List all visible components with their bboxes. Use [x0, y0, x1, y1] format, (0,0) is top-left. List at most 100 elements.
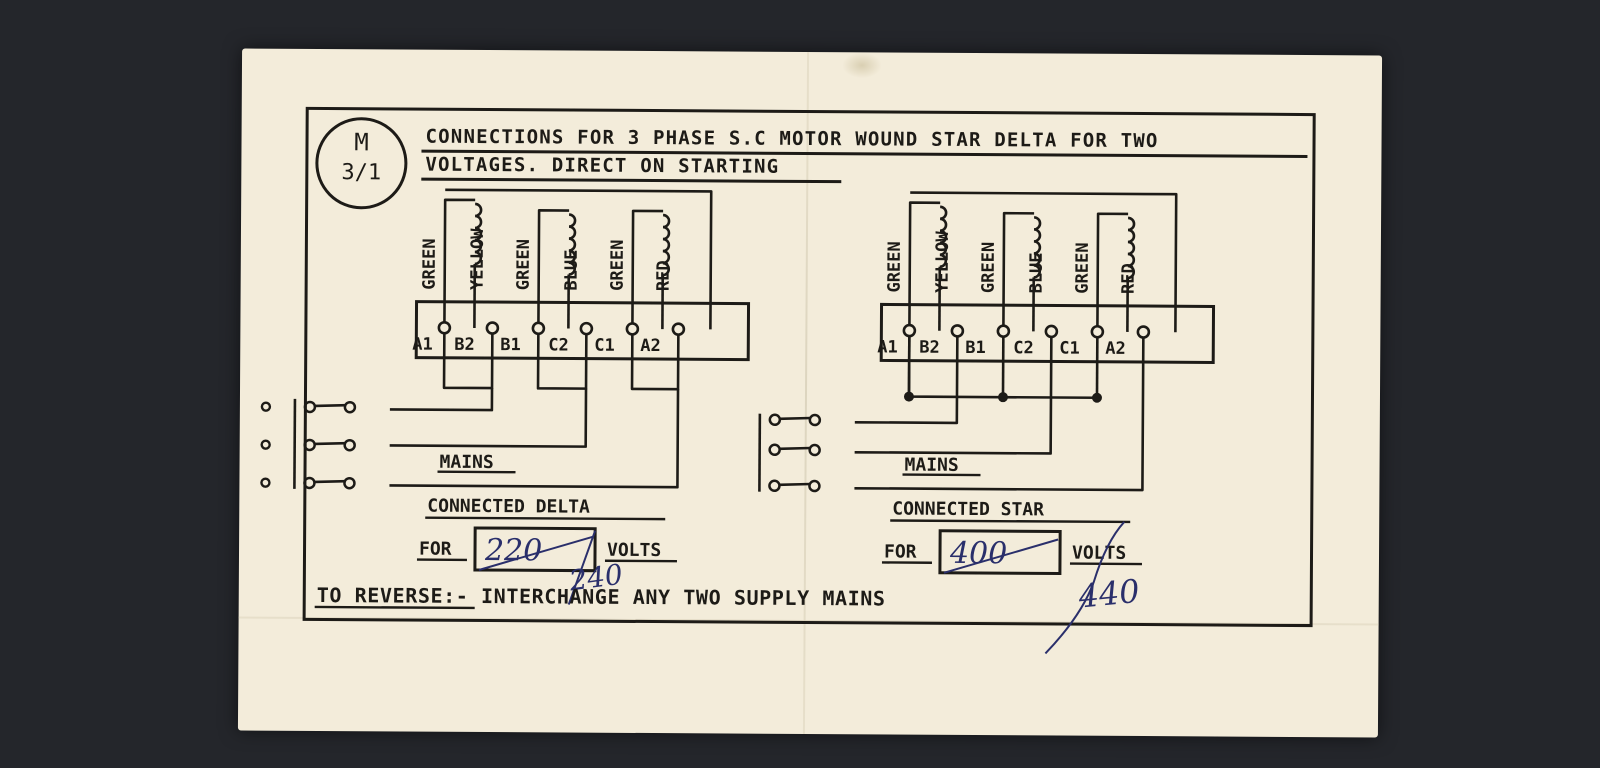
terminal-b2 — [485, 321, 500, 335]
handwritten-voltage: 220 — [484, 533, 542, 568]
winding-coil-1 — [1033, 216, 1042, 279]
mains-switch-1-contact-a — [768, 413, 782, 427]
terminal-block — [879, 302, 1216, 364]
star-point-0 — [903, 391, 914, 402]
winding-lead-2 — [1096, 212, 1129, 332]
delta-link-b1-c2 — [536, 334, 588, 390]
winding-lead-0 — [908, 201, 941, 331]
supply-1 — [260, 401, 272, 412]
wire-label-green-0: GREEN — [885, 241, 905, 292]
winding-coil-0 — [939, 205, 948, 269]
reverse-underline — [314, 605, 475, 610]
terminal-b1 — [531, 321, 546, 336]
terminal-a2 — [671, 322, 686, 336]
mains-switch-3-contact-a — [303, 476, 316, 490]
terminal-c2 — [1044, 324, 1059, 339]
terminal-label-c2: C2 — [548, 335, 569, 355]
handwritten-voltage: 400 — [949, 536, 1007, 571]
star-point-4 — [1091, 392, 1102, 403]
connection-underline — [890, 519, 1131, 524]
terminal-label-c1: C1 — [594, 336, 615, 356]
wiring-diagram-sheet: M 3/1 CONNECTIONS FOR 3 PHASE S.C MOTOR … — [237, 48, 1383, 738]
mains-switch-1-contact-a — [303, 400, 317, 414]
winding-lead-0 — [443, 198, 476, 328]
mains-label: MAINS — [440, 452, 494, 473]
mains-switch-2-contact-b — [808, 443, 821, 457]
wire-label-red-5: RED — [654, 260, 674, 291]
mains-switch-2-blade — [779, 446, 811, 451]
reverse-instruction: TO REVERSE:- INTERCHANGE ANY TWO SUPPLY … — [314, 583, 886, 610]
handwritten-strike — [478, 535, 594, 571]
wire-label-green-2: GREEN — [979, 242, 999, 293]
voltage-box — [473, 526, 597, 573]
terminal-c2 — [579, 321, 594, 336]
terminal-label-c1: C1 — [1059, 339, 1080, 359]
terminal-label-a2: A2 — [1105, 339, 1126, 359]
terminal-b2 — [950, 324, 965, 338]
terminal-label-b1: B1 — [500, 335, 521, 355]
feed-3 — [854, 338, 1145, 492]
feed-2 — [854, 337, 1053, 455]
wire-label-red-5: RED — [1119, 263, 1139, 294]
outer-lead — [910, 191, 1178, 333]
mains-switch-3-contact-b — [343, 476, 356, 490]
handwritten-pen-mark — [567, 530, 597, 605]
feed-1 — [854, 336, 959, 425]
terminal-b1 — [996, 324, 1011, 338]
handwritten-correction: 240 — [566, 558, 624, 598]
mains-switch-2-contact-a — [303, 438, 316, 452]
voltage-box — [938, 529, 1062, 576]
terminal-c1 — [625, 322, 640, 336]
supply-2 — [260, 439, 271, 450]
handwritten-correction: 440 — [1076, 572, 1142, 616]
mains-switch-2-contact-b — [343, 438, 356, 452]
mains-switch-1-blade — [314, 403, 346, 408]
terminal-label-b2: B2 — [454, 335, 475, 355]
terminal-label-a1: A1 — [412, 335, 433, 355]
mains-switch-3-contact-b — [808, 479, 821, 493]
terminal-a2 — [1136, 325, 1151, 339]
mains-label: MAINS — [904, 455, 958, 476]
wire-label-green-4: GREEN — [1073, 242, 1093, 293]
volts-label: VOLTS — [607, 540, 661, 561]
winding-lead-1 — [1002, 211, 1035, 332]
connection-type-label: CONNECTED DELTA — [427, 496, 590, 518]
winding-coil-2 — [662, 213, 671, 277]
for-label: FOR — [419, 539, 452, 560]
supply-3 — [260, 477, 271, 488]
mains-switch-1-contact-b — [343, 400, 357, 414]
terminal-label-a1: A1 — [877, 337, 898, 357]
feed-1 — [389, 388, 494, 412]
wire-label-green-0: GREEN — [420, 238, 440, 289]
winding-coil-2 — [1127, 216, 1136, 280]
feed-3 — [389, 389, 680, 489]
handwritten-strike — [943, 538, 1059, 574]
mains-switch-1-blade — [779, 416, 811, 421]
wire-label-green-2: GREEN — [514, 239, 534, 290]
delta-link-a1-b2 — [442, 333, 494, 390]
winding-coil-1 — [568, 213, 577, 276]
mains-switch-2-contact-a — [768, 443, 781, 457]
mains-switch-3-contact-a — [768, 479, 781, 493]
reverse-instruction-text: TO REVERSE:- INTERCHANGE ANY TWO SUPPLY … — [317, 583, 886, 610]
wire-label-yellow-1: YELLOW — [933, 231, 953, 293]
volts-label: VOLTS — [1072, 543, 1126, 564]
terminal-c1 — [1090, 324, 1105, 339]
connection-type-label: CONNECTED STAR — [892, 499, 1044, 521]
winding-lead-2 — [631, 209, 664, 329]
terminal-label-b2: B2 — [919, 338, 940, 358]
terminal-a1 — [902, 323, 917, 338]
feed-2 — [389, 388, 588, 448]
winding-coil-0 — [474, 202, 483, 266]
mains-switch-3-blade — [779, 482, 811, 487]
terminal-label-a2: A2 — [640, 336, 661, 356]
mains-switch-3-blade — [314, 479, 346, 484]
winding-lead-1 — [537, 209, 570, 329]
delta-link-c1-a2 — [630, 334, 680, 391]
wire-label-yellow-1: YELLOW — [468, 228, 488, 290]
handwritten-pen-mark — [1044, 521, 1125, 655]
